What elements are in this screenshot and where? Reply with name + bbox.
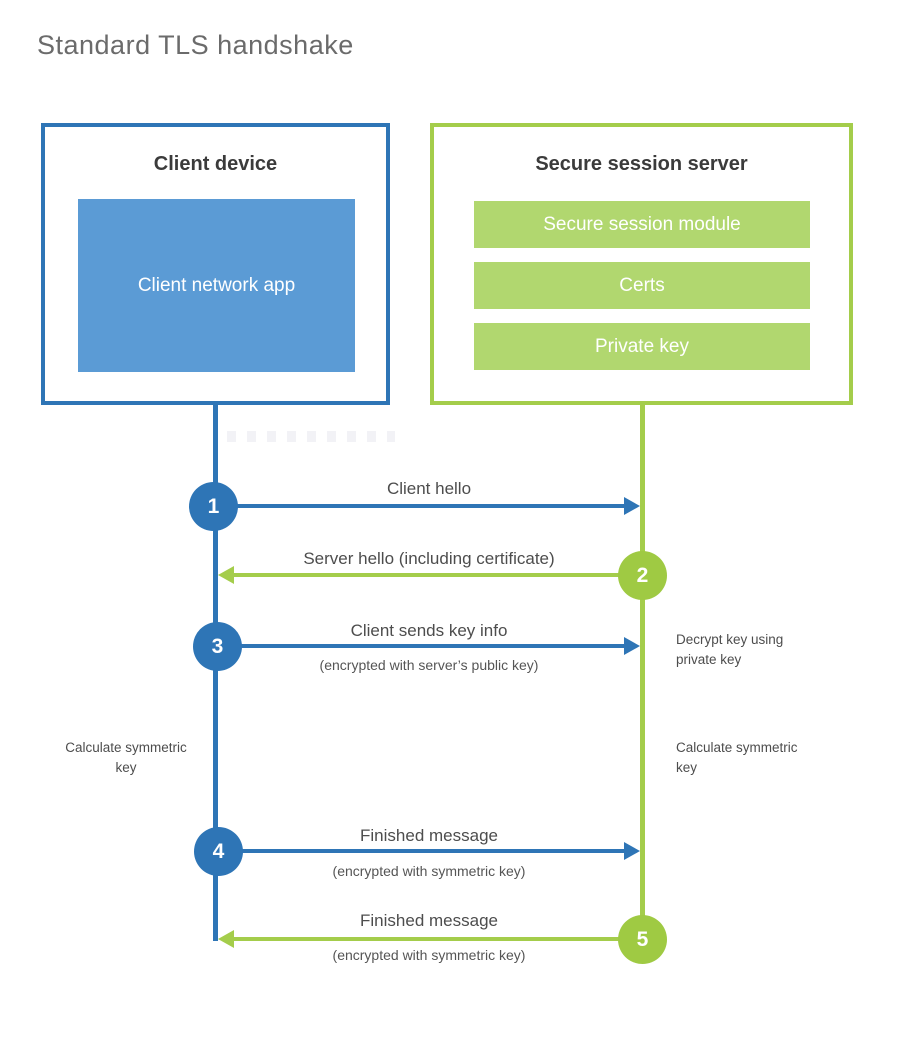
server-certs-label: Certs (619, 274, 665, 296)
server-module-label: Secure session module (543, 213, 741, 235)
msg5-label: Finished message (360, 911, 498, 930)
msg1-arrow-line (215, 504, 626, 508)
msg5-step-marker: 5 (618, 915, 667, 964)
msg1-step-marker: 1 (189, 482, 238, 531)
server-lifeline (640, 405, 645, 963)
msg2-arrowhead-left-icon (218, 566, 234, 584)
msg3-step-marker: 3 (193, 622, 242, 671)
server-private-key-label: Private key (595, 335, 689, 357)
client-network-app-box: Client network app (78, 199, 355, 372)
client-lifeline (213, 405, 218, 941)
calc-symmetric-key-note-server: Calculate symmetric key (676, 740, 798, 775)
client-network-app-label: Client network app (137, 274, 296, 296)
msg5-arrowhead-left-icon (218, 930, 234, 948)
secure-session-server-title: Secure session server (535, 153, 748, 175)
msg5-arrow-line (234, 937, 642, 941)
msg3-label: Client sends key info (350, 621, 508, 640)
calc-symmetric-key-note-client: Calculate symmetric key (65, 740, 187, 775)
msg3-step-number: 3 (211, 634, 224, 658)
page-title: Standard TLS handshake (37, 30, 354, 60)
msg2-label: Server hello (including certificate) (303, 549, 555, 568)
msg1-step-number: 1 (207, 494, 220, 518)
msg2-step-number: 2 (636, 563, 649, 587)
msg4-arrow-line (215, 849, 624, 853)
msg5-sublabel: (encrypted with symmetric key) (332, 947, 526, 963)
msg4-arrowhead-right-icon (624, 842, 640, 860)
server-certs-bar: Certs (474, 262, 810, 309)
msg4-step-marker: 4 (194, 827, 243, 876)
msg3-arrowhead-right-icon (624, 637, 640, 655)
faint-dashed-line (227, 431, 395, 442)
msg1-arrowhead-right-icon (624, 497, 640, 515)
msg1-label: Client hello (386, 479, 472, 498)
msg3-sublabel: (encrypted with server’s public key) (319, 657, 539, 673)
msg5-step-number: 5 (636, 927, 649, 951)
msg2-step-marker: 2 (618, 551, 667, 600)
msg3-arrow-line (215, 644, 624, 648)
msg2-arrow-line (234, 573, 642, 577)
server-private-key-bar: Private key (474, 323, 810, 370)
server-module-bar: Secure session module (474, 201, 810, 248)
msg4-step-number: 4 (212, 839, 225, 863)
decrypt-key-note: Decrypt key using private key (676, 632, 784, 667)
msg4-sublabel: (encrypted with symmetric key) (332, 863, 526, 879)
msg4-label: Finished message (360, 826, 498, 845)
client-device-title: Client device (153, 153, 278, 175)
